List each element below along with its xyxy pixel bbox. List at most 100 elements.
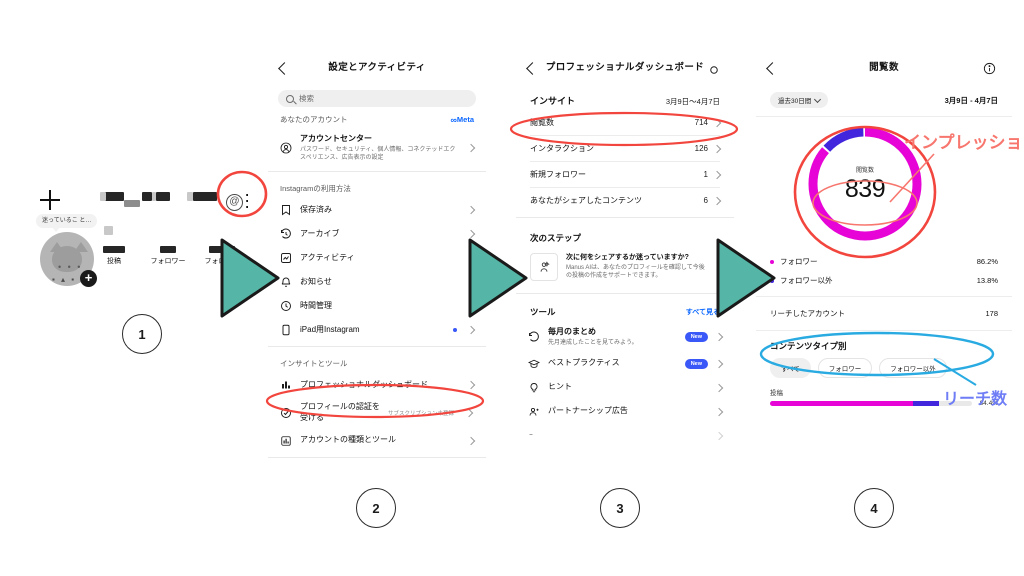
stat-followers-value [160,246,176,253]
chevron-right-icon [714,332,724,342]
chip-all[interactable]: すべて [770,358,811,378]
add-story-button[interactable]: + [80,270,97,287]
views-header: 閲覧数 [756,56,1012,86]
tools-header: ツール すべて見る [516,298,734,322]
insight-row-new-followers-value: 1 [703,170,708,179]
search-icon [286,94,294,103]
sidebar-item-verified-label: プロフィールの認証を受ける [300,401,380,422]
insight-row-views[interactable]: 閲覧数 714 [516,110,734,135]
sidebar-item-time-management[interactable]: 時間管理 [268,294,486,318]
tablet-icon [280,324,292,336]
chip-non-followers[interactable]: フォロワー以外 [879,358,947,378]
sidebar-item-account-type-tools[interactable]: アカウントの種類とツール [268,429,486,453]
chip-followers[interactable]: フォロワー [817,358,873,378]
settings-header: 設定とアクティビティ [268,56,486,86]
sidebar-item-verified[interactable]: プロフィールの認証を受ける サブスクリプション未登録 [268,397,486,429]
tool-row-monthly-summary[interactable]: 毎月のまとめ 先月達成したことを見てみよう。 New [516,322,734,352]
insight-row-new-followers[interactable]: 新規フォロワー 1 [516,162,734,187]
chevron-right-icon [714,407,724,417]
step-number-3: 3 [600,488,640,528]
next-step-card-title: 次に何をシェアするか迷っていますか? [566,254,689,261]
redacted-username-part [100,192,106,201]
plus-icon[interactable] [40,190,60,210]
info-icon[interactable] [983,62,996,80]
stat-followers[interactable]: フォロワー [144,246,192,266]
section-your-account-label: あなたのアカウント [280,115,348,124]
settings-item-account-center[interactable]: アカウントセンター パスワード、セキュリティ、個人情報、コネクテッドエクスペリエ… [268,129,486,167]
chevron-right-icon [712,261,722,271]
redacted-username-part [187,192,193,201]
divider [516,293,734,294]
divider [268,456,486,458]
divider [530,187,720,188]
section-insights-tools-label: インサイトとツール [280,358,348,368]
insight-row-shared-content-value: 6 [703,196,708,205]
section-how-to-use: Instagramの利用方法 [268,176,486,198]
insight-row-interactions[interactable]: インタラクション 126 [516,136,734,161]
next-step-card-text: 次に何をシェアするか迷っていますか? Manus AIは、あなたのプロフィールを… [566,253,706,281]
sidebar-item-archive[interactable]: アーカイブ [268,222,486,246]
divider [756,330,1012,331]
sidebar-item-activity[interactable]: アクティビティ [268,246,486,270]
tool-row-partnership-ads-label: パートナーシップ広告 [548,406,628,416]
avatar-face-dots: • • • [58,262,83,272]
sidebar-item-professional-dashboard[interactable]: プロフェッショナルダッシュボード [268,373,486,397]
chevron-right-icon [464,408,474,418]
clock-icon [280,300,292,312]
divider [268,170,486,172]
insight-row-shared-content[interactable]: あなたがシェアしたコンテンツ 6 [516,188,734,213]
redacted-username-part [124,200,140,207]
legend-item-non-followers-left: フォロワー以外 [770,275,833,286]
avatar[interactable]: • • • ▪ ▴ ▪ [40,232,94,286]
threads-at-icon[interactable]: @ [226,194,243,211]
bar-segment-non-followers [913,401,940,406]
reached-accounts-value: 178 [985,309,998,318]
tool-row-monthly-summary-sub: 先月達成したことを見てみよう。 [548,339,638,346]
stat-following[interactable]: フォロー中 [198,246,246,266]
step-number-2: 2 [356,488,396,528]
tool-row-best-practices[interactable]: ベストプラクティス New [516,352,734,376]
insights-header: インサイト 3月9日〜4月7日 [516,86,734,110]
sidebar-item-ipad-instagram[interactable]: iPad用Instagram [268,318,486,342]
account-center-text: アカウントセンター パスワード、セキュリティ、個人情報、コネクテッドエクスペリエ… [300,134,460,162]
bell-icon [280,276,292,288]
chevron-right-icon [712,196,722,205]
tool-row-tips[interactable]: ヒント [516,376,734,400]
see-all-link[interactable]: すべて見る [685,309,720,316]
stat-following-value [209,246,235,253]
tool-row-partnership-ads[interactable]: パートナーシップ広告 [516,400,734,424]
sidebar-item-saved[interactable]: 保存済み [268,198,486,222]
insight-row-views-label: 閲覧数 [530,118,554,127]
avatar-ear-left [50,242,64,252]
tools-heading: ツール [530,307,556,317]
legend-item-followers: フォロワー 86.2% [756,252,1012,271]
tool-row-partial[interactable] [516,424,734,448]
sidebar-item-ipad-instagram-label: iPad用Instagram [300,324,360,334]
sidebar-item-notifications[interactable]: お知らせ [268,270,486,294]
tool-row-best-practices-label: ベストプラクティス [548,358,620,368]
insight-row-interactions-value: 126 [694,144,708,153]
stat-followers-label: フォロワー [150,258,186,265]
status-bubble[interactable]: 迷っているこ と… [36,214,98,233]
insight-row-views-value: 714 [694,118,708,127]
annotation-reach-label: リーチ数 [943,391,1008,408]
sidebar-item-account-type-tools-label: アカウントの種類とツール [300,435,396,445]
account-center-icon [280,142,292,154]
next-step-card[interactable]: 次に何をシェアするか迷っていますか? Manus AIは、あなたのプロフィールを… [516,249,734,289]
gear-icon[interactable] [708,63,720,81]
search-input[interactable]: 検索 [278,90,476,107]
divider [268,345,486,347]
sidebar-item-time-management-label: 時間管理 [300,300,332,310]
chevron-right-icon [466,229,476,239]
insight-row-interactions-label: インタラクション [530,144,594,153]
new-indicator-dot [453,327,457,332]
hamburger-menu-icon[interactable] [246,194,248,208]
content-type-heading: コンテンツタイプ別 [770,341,847,351]
period-selector[interactable]: 過去30日間 [770,92,829,108]
reached-accounts-row[interactable]: リーチしたアカウント 178 [756,297,1012,330]
stat-posts[interactable]: 投稿 [90,246,138,266]
meta-infinity-icon: ∞ [450,114,457,125]
page-title: 設定とアクティビティ [328,62,426,73]
redacted-name [104,226,113,235]
stat-following-label: フォロー中 [204,258,240,265]
